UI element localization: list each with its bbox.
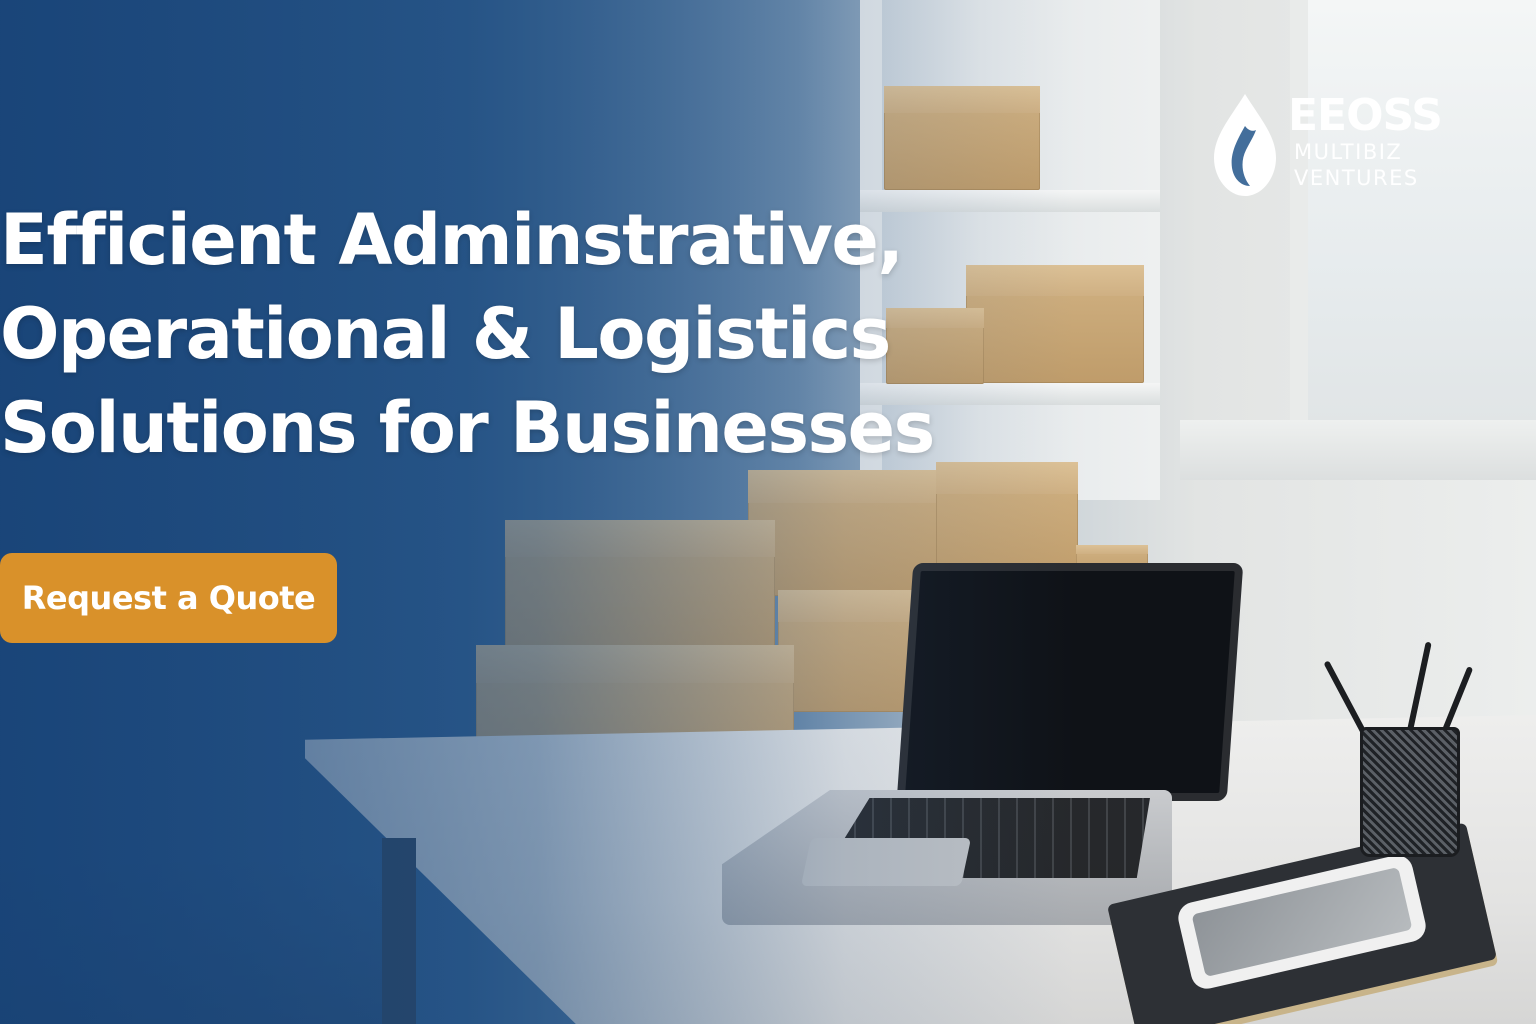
- headline-line-2: Operational & Logistics: [0, 293, 891, 375]
- logo-subtitle-2: VENTURES: [1294, 166, 1419, 190]
- droplet-leaf-icon: [1214, 94, 1276, 196]
- request-quote-button[interactable]: Request a Quote: [0, 553, 337, 643]
- headline-line-1: Efficient Adminstrative,: [0, 199, 904, 281]
- logo-subtitle-1: MULTIBIZ: [1294, 140, 1403, 164]
- hero-headline: Efficient Adminstrative, Operational & L…: [0, 193, 935, 475]
- headline-line-3: Solutions for Businesses: [0, 387, 935, 469]
- company-logo[interactable]: EEOSS MULTIBIZ VENTURES: [1212, 92, 1452, 202]
- logo-name: EEOSS: [1288, 90, 1443, 141]
